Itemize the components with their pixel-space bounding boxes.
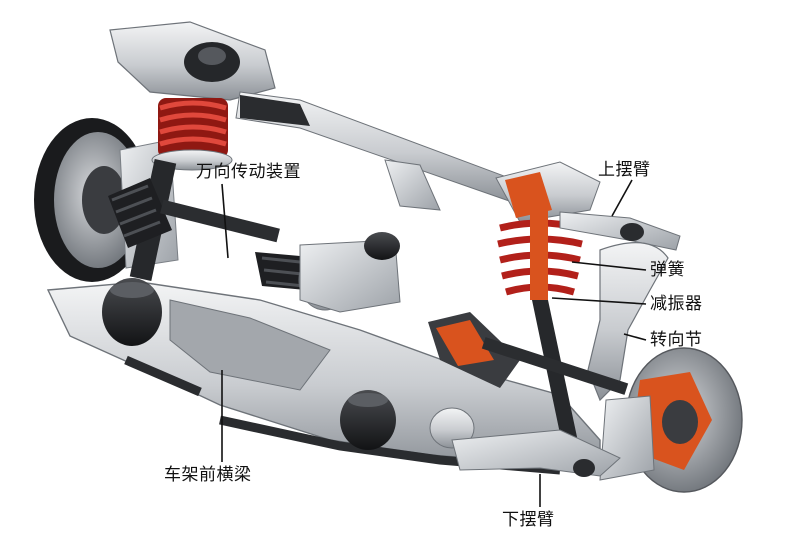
right-damper <box>532 300 584 472</box>
right-drive-shaft <box>428 312 629 395</box>
leader-knuckle <box>623 333 647 341</box>
left-engine-mount <box>299 232 401 313</box>
left-coil-spring <box>151 98 233 171</box>
leader-lines <box>221 179 647 507</box>
leader-cv-joint <box>221 183 229 259</box>
subframe-bushings <box>102 278 475 450</box>
right-wheel-hub <box>599 347 743 493</box>
left-strut-mount <box>109 21 276 101</box>
label-cv-joint: 万向传动装置 <box>196 162 301 182</box>
label-lower-arm: 下摆臂 <box>502 510 555 530</box>
label-knuckle: 转向节 <box>650 330 703 350</box>
label-subframe: 车架前横梁 <box>164 465 252 485</box>
steering-knuckle <box>587 242 669 402</box>
right-strut-mount <box>495 161 601 223</box>
leader-upper-arm <box>611 179 633 217</box>
label-spring: 弹簧 <box>650 260 685 280</box>
steering-rack <box>235 91 521 211</box>
leader-spring <box>571 261 647 271</box>
label-damper: 减振器 <box>650 294 703 314</box>
leader-damper <box>551 297 647 305</box>
right-coil-spring <box>497 210 583 300</box>
upper-control-arm <box>559 211 681 251</box>
lower-control-arm <box>451 429 621 477</box>
label-upper-arm: 上摆臂 <box>598 160 651 180</box>
